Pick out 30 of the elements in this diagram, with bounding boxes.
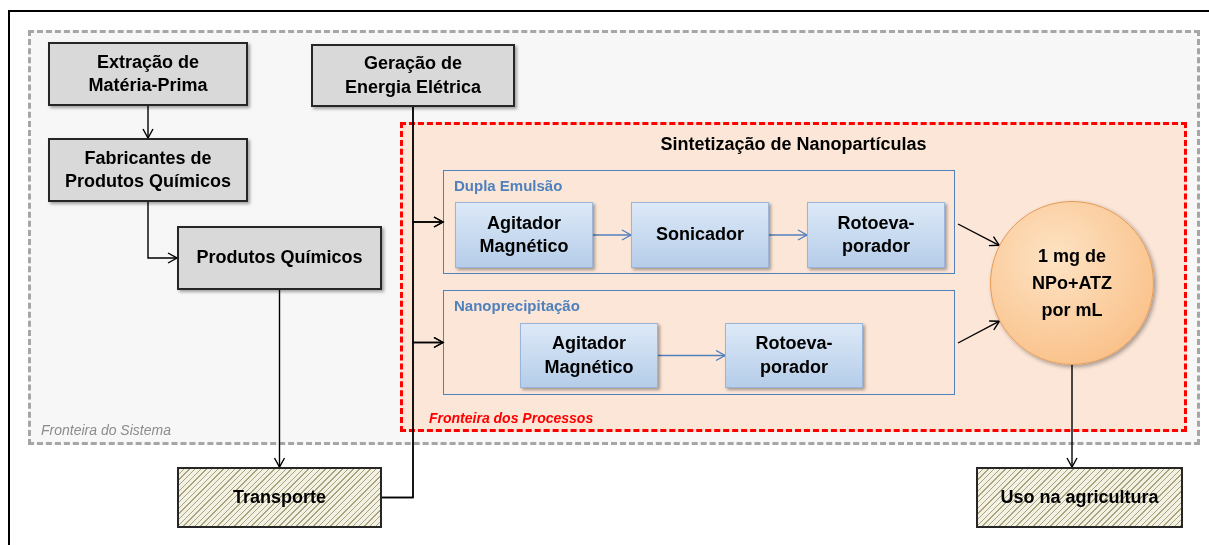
- process-box: Extração de Matéria-Prima: [48, 42, 248, 106]
- system-boundary: [28, 30, 1200, 445]
- equipment-box: Rotoeva-porador: [725, 323, 863, 388]
- arrow: [768, 229, 808, 241]
- process-box: Geração de Energia Elétrica: [311, 44, 515, 107]
- equipment-box: Agitador Magnético: [520, 323, 658, 388]
- arrow: [381, 336, 444, 499]
- arrow: [657, 349, 726, 362]
- boundary-label: Fronteira do Sistema: [41, 421, 171, 440]
- arrow: [592, 229, 632, 241]
- boundary-label: Fronteira dos Processos: [429, 409, 594, 428]
- equipment-box: Sonicador: [631, 202, 769, 268]
- arrow: [147, 201, 178, 264]
- equipment-box: Rotoeva-porador: [807, 202, 945, 268]
- arrow: [957, 223, 1000, 247]
- equipment-box: Agitador Magnético: [455, 202, 593, 268]
- external-process-box: Uso na agricultura: [976, 467, 1183, 528]
- arrow: [142, 105, 154, 139]
- process-boundary: [400, 122, 1187, 432]
- arrow: [273, 289, 286, 468]
- method-group: [443, 290, 955, 395]
- arrow: [1066, 364, 1078, 468]
- process-box: Produtos Químicos: [177, 226, 382, 290]
- external-process-box: Transporte: [177, 467, 382, 528]
- method-group: [443, 170, 955, 274]
- section-title: Sintetização de Nanopartículas: [659, 133, 928, 156]
- group-label: Nanoprecipitação: [454, 296, 580, 316]
- arrow: [957, 320, 1001, 344]
- group-label: Dupla Emulsão: [454, 176, 563, 196]
- process-box: Fabricantes de Produtos Químicos: [48, 138, 248, 202]
